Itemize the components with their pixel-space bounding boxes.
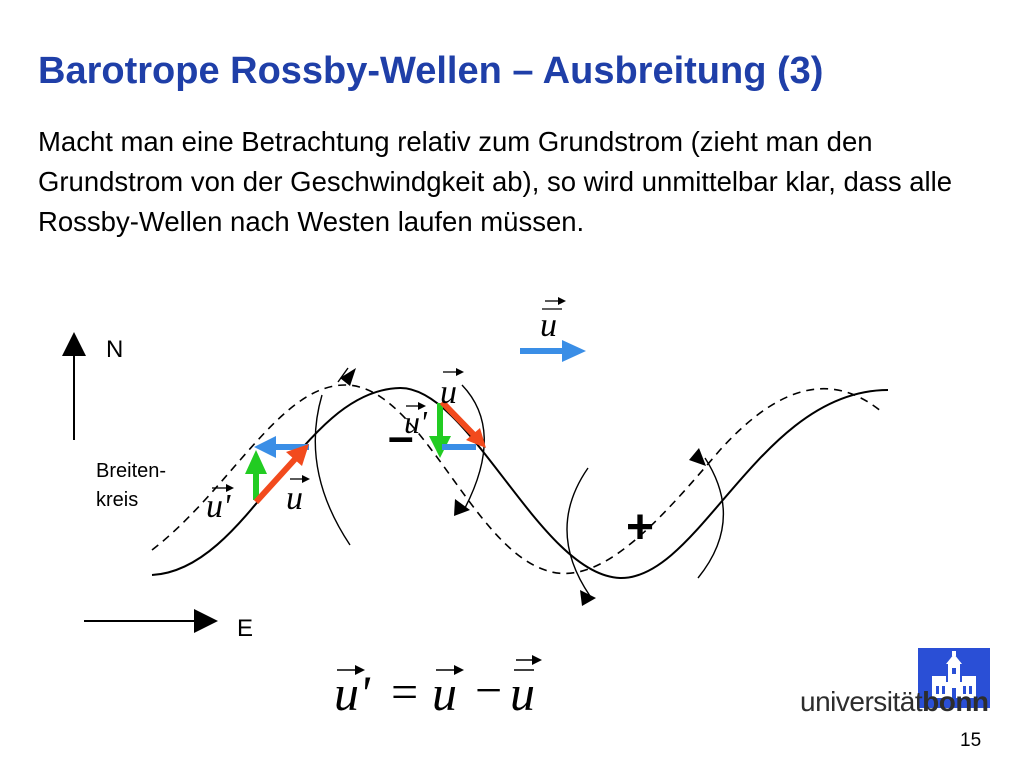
- slide-body-text: Macht man eine Betrachtung relativ zum G…: [38, 126, 953, 237]
- circulation-arrowhead-3: [580, 590, 596, 606]
- north-label: N: [106, 336, 123, 363]
- university-logo: universitätbonn: [800, 648, 990, 718]
- logo-wordmark: universitätbonn: [800, 686, 989, 718]
- equation-term2: u: [510, 665, 535, 721]
- perturbation-label-middle: u': [404, 402, 428, 440]
- equation-lhs: u': [334, 665, 371, 721]
- perturbation-symbol-left: u': [206, 488, 231, 525]
- logo-text-bold: bonn: [922, 686, 989, 717]
- building-icon: [918, 648, 990, 708]
- velocity-symbol-left: u: [286, 480, 303, 517]
- perturbation-label-left: u': [206, 484, 234, 525]
- logo-text-light: universität: [800, 686, 923, 717]
- circulation-arrowhead-1: [340, 368, 356, 386]
- velocity-symbol-middle: u: [440, 374, 457, 411]
- mean-flow-symbol: u: [540, 307, 557, 344]
- minus-sign: –: [388, 410, 414, 462]
- latitude-label-line1: Breiten-: [96, 460, 166, 482]
- solid-wave: [151, 386, 889, 580]
- vector-triangle-middle: [429, 399, 486, 458]
- perturbation-symbol-middle: u': [404, 404, 428, 440]
- velocity-label-left: u: [286, 475, 310, 517]
- east-label: E: [237, 615, 253, 642]
- page-number: 15: [960, 730, 982, 751]
- slide-title: Barotrope Rossby-Wellen – Ausbreitung (3…: [38, 50, 824, 92]
- dashed-wave: [151, 384, 883, 575]
- north-arrow: [62, 332, 86, 440]
- plus-sign: +: [626, 501, 654, 554]
- mean-flow-arrow: [520, 340, 586, 362]
- equation-term1: u: [432, 665, 457, 721]
- velocity-label-middle: u: [440, 368, 464, 411]
- latitude-label-line2: kreis: [96, 489, 138, 511]
- equation-equals: =: [388, 666, 420, 719]
- east-arrow: [84, 609, 218, 633]
- mean-flow-label: u: [540, 297, 566, 344]
- equation: u' = u − u: [334, 655, 542, 721]
- circulation-arcs: [314, 367, 724, 597]
- circulation-arrowhead-2: [454, 499, 470, 516]
- vector-triangle-left: [245, 436, 309, 505]
- equation-minus: −: [472, 664, 504, 717]
- circulation-arrowhead-4: [689, 448, 706, 466]
